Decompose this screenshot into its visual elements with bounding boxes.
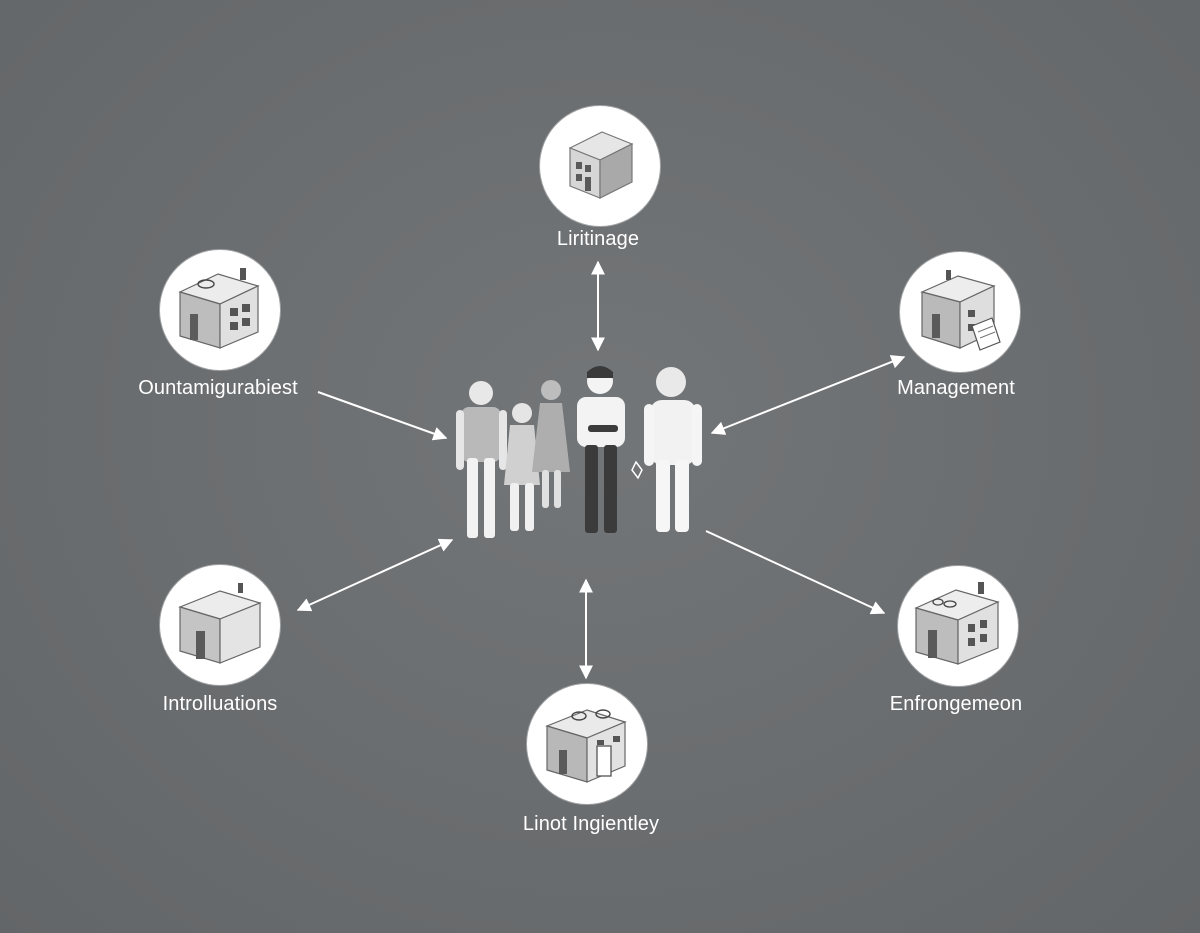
connector-upper-left bbox=[317, 391, 448, 441]
node-label-lower-right: Enfrongemeon bbox=[889, 693, 1023, 715]
building-document-icon bbox=[920, 270, 1001, 351]
node-upper-left bbox=[160, 250, 280, 370]
building-rooftop-icon bbox=[178, 268, 260, 349]
building-windows-icon bbox=[914, 582, 1000, 665]
node-label-bottom: Linot Ingientley bbox=[522, 813, 660, 835]
person-figure bbox=[631, 367, 702, 532]
person-figure bbox=[504, 403, 540, 531]
node-bottom bbox=[527, 684, 647, 804]
node-lower-right bbox=[898, 566, 1018, 686]
building-entrance-icon bbox=[545, 709, 627, 783]
node-label-top: Liritinage bbox=[556, 228, 640, 250]
connector-upper-right bbox=[710, 355, 906, 435]
person-figure bbox=[532, 380, 570, 508]
building-plain-icon bbox=[178, 583, 262, 664]
node-upper-right bbox=[900, 252, 1020, 372]
person-figure bbox=[456, 381, 507, 538]
node-label-upper-left: Ountamigurabiest bbox=[138, 377, 298, 399]
connector-lower-right bbox=[705, 530, 886, 615]
connector-lower-left bbox=[296, 538, 454, 612]
people-group-icon bbox=[456, 366, 702, 538]
node-label-upper-right: Management bbox=[897, 377, 1015, 399]
node-top bbox=[540, 106, 660, 226]
node-label-lower-left: Introlluations bbox=[162, 693, 278, 715]
person-figure bbox=[577, 366, 625, 533]
node-lower-left bbox=[160, 565, 280, 685]
building-cube-icon bbox=[568, 131, 634, 199]
